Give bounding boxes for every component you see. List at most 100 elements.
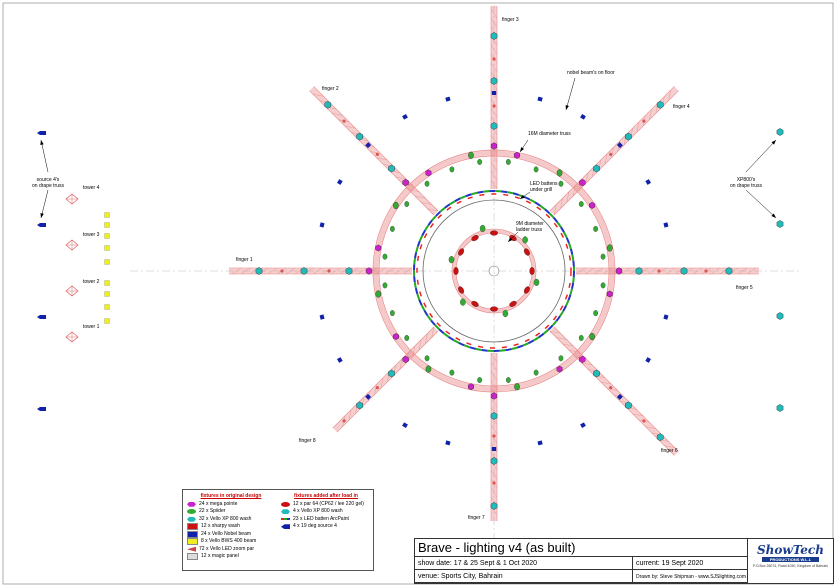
nobel-beam bbox=[402, 422, 408, 428]
ring-spiider bbox=[606, 244, 613, 252]
ring-spiider-inner bbox=[477, 377, 482, 384]
ring-spiider-inner bbox=[578, 201, 584, 207]
finger-1-lacing bbox=[285, 267, 296, 275]
source4-fixture bbox=[40, 407, 46, 411]
nobel-beam bbox=[337, 357, 343, 363]
finger-4-lacing bbox=[585, 172, 589, 184]
finger-2-lacing bbox=[370, 151, 381, 154]
finger-8-lacing bbox=[431, 326, 435, 338]
rect-swatch-icon bbox=[187, 530, 198, 538]
batten-swatch-icon bbox=[281, 518, 290, 521]
ring-spiider-inner bbox=[404, 201, 410, 207]
ring-spiider bbox=[514, 383, 520, 391]
finger-6-lacing bbox=[581, 362, 593, 366]
show-date: show date: 17 & 25 Sept & 1 Oct 2020 bbox=[415, 557, 633, 570]
nobel-beam bbox=[365, 393, 372, 400]
truss-16m-ring bbox=[373, 150, 615, 392]
finger-7-xp800-wash bbox=[490, 457, 498, 465]
finger-6-chord-b bbox=[553, 326, 679, 452]
venue: venue: Sports City, Bahrain bbox=[415, 570, 633, 583]
ring-spiider-inner bbox=[424, 180, 430, 187]
finger-3-lacing bbox=[490, 8, 498, 19]
finger-5-lacing bbox=[692, 267, 703, 275]
finger-6-mega-pointe bbox=[579, 355, 586, 364]
finger-4-lacing bbox=[604, 153, 608, 165]
drawing-title: Brave - lighting v4 (as built) bbox=[415, 539, 748, 557]
finger-2-xp800-wash bbox=[356, 132, 363, 141]
hex-swatch-icon bbox=[281, 509, 290, 515]
finger-8-lacing bbox=[418, 339, 422, 351]
legend-text: 72 x Vello LED zoom par bbox=[199, 545, 255, 552]
nobel-beam bbox=[580, 114, 586, 120]
ring-spiider-inner bbox=[558, 355, 564, 362]
nobel-beam bbox=[537, 96, 543, 102]
ring-spiider bbox=[589, 332, 595, 341]
triangle-swatch-icon bbox=[187, 546, 196, 552]
ring-spiider-inner bbox=[477, 158, 482, 165]
finger-5-lacing bbox=[710, 267, 721, 275]
tower-2-label: tower 2 bbox=[83, 279, 100, 285]
finger-5-zoom-par bbox=[704, 269, 708, 273]
nobel-beam bbox=[365, 142, 372, 149]
bws-beam bbox=[104, 259, 110, 265]
finger-5-lacing bbox=[656, 267, 667, 275]
finger-1-lacing bbox=[267, 267, 278, 275]
rect-swatch-icon bbox=[187, 523, 198, 531]
par64-inner bbox=[453, 267, 459, 275]
source4-fixture bbox=[40, 223, 46, 227]
ring-spiider-inner bbox=[506, 377, 511, 384]
finger-6-lacing bbox=[556, 337, 567, 340]
finger-5-lacing bbox=[620, 267, 631, 275]
par64-inner bbox=[490, 230, 498, 236]
finger-1-xp800-wash bbox=[300, 267, 308, 275]
finger-4-lacing bbox=[566, 191, 570, 203]
finger-5-lacing bbox=[593, 267, 604, 275]
par64-inner bbox=[529, 267, 535, 275]
ring-spiider-inner bbox=[449, 166, 455, 173]
finger-2-zoom-par bbox=[342, 119, 346, 123]
finger-2-truss bbox=[309, 86, 439, 216]
finger-1-xp800-wash bbox=[345, 267, 353, 275]
par64-inner bbox=[509, 300, 517, 307]
finger-6-lacing bbox=[607, 388, 618, 391]
truss-9m-label: 9M diameter ladder truss bbox=[516, 221, 544, 233]
finger-1-lacing bbox=[357, 267, 368, 275]
ring-spiider bbox=[556, 169, 563, 177]
finger-7-lacing bbox=[490, 361, 498, 372]
finger-2-lacing bbox=[395, 176, 407, 180]
truss9-arrow-head bbox=[508, 237, 513, 242]
par64-inner bbox=[458, 286, 465, 294]
finger-4-lacing bbox=[572, 185, 576, 197]
legend-text: 24 x Vello Nobel beam bbox=[201, 530, 252, 537]
finger-5-lacing bbox=[746, 267, 757, 275]
showtech-logo: ShowTech PRODUCTIONS W.L.L P.O.Box 26074… bbox=[752, 543, 829, 568]
ring-spiider-inner bbox=[600, 253, 606, 260]
finger-3-lacing bbox=[490, 44, 498, 55]
finger-4-xp800-wash bbox=[656, 100, 664, 109]
finger-5-lacing bbox=[602, 267, 613, 275]
finger-3-zoom-par bbox=[492, 57, 496, 61]
nobel-beam bbox=[445, 96, 451, 102]
spiider-9m-ring bbox=[502, 309, 509, 318]
truss-16m-label: 16M diameter truss bbox=[528, 131, 571, 137]
finger-1-zoom-par bbox=[280, 269, 284, 273]
finger-8-chord-a bbox=[332, 326, 435, 429]
centre-point bbox=[488, 265, 500, 277]
nobel-beam bbox=[491, 91, 497, 95]
finger-3-lacing bbox=[490, 179, 498, 190]
finger-2-lacing bbox=[408, 189, 420, 193]
spiider-9m-ring bbox=[460, 298, 466, 306]
source4-lens bbox=[37, 315, 40, 319]
fixture-legend: fixtures in original design 24 x mega po… bbox=[182, 489, 374, 571]
truss-9m-outer-chord bbox=[451, 228, 537, 314]
finger-6-xp800-wash bbox=[593, 369, 600, 378]
legend-text: 32 x Vello XP 800 wash bbox=[199, 515, 252, 522]
finger-7-lacing bbox=[490, 397, 498, 408]
ring-mega-pointe bbox=[514, 151, 520, 159]
annotation-arrows bbox=[40, 77, 777, 243]
finger-5-xp800-wash bbox=[635, 267, 643, 275]
legend-text: 24 x mega pointe bbox=[199, 500, 238, 507]
finger-2-xp800-wash bbox=[388, 164, 395, 173]
xp800-arrow-down bbox=[745, 189, 777, 219]
